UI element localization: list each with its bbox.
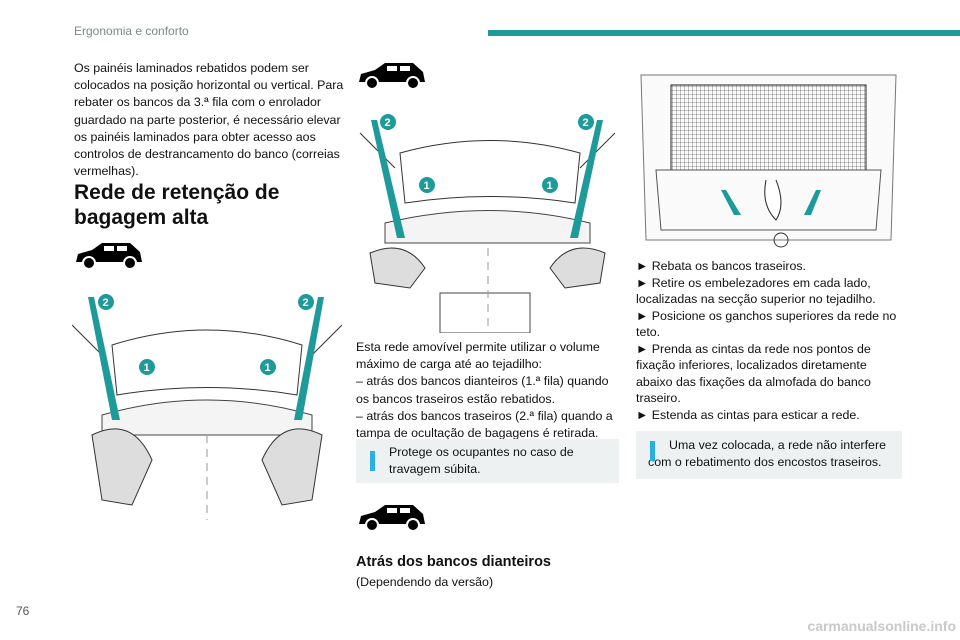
step-text: Estenda as cintas para esticar a rede.	[651, 407, 860, 422]
description-line: – atrás dos bancos dianteiros (1.ª fila)…	[356, 374, 609, 406]
step-arrow-icon: ►	[636, 308, 652, 323]
net-illustration-middle: 2 2 1 1	[359, 114, 616, 333]
net-installed-illustration	[640, 74, 897, 248]
callout-2: 2	[103, 297, 109, 309]
step-arrow-icon: ►	[636, 341, 652, 356]
page-number: 76	[16, 604, 30, 618]
info-note-text: Uma vez colocada, a rede não interfere c…	[648, 438, 886, 469]
info-note: Protege os ocupantes no caso de travagem…	[356, 439, 619, 483]
step-arrow-icon: ►	[636, 259, 652, 273]
callout-1: 1	[265, 362, 271, 374]
step-text: Prenda as cintas da rede nos pontos de f…	[636, 341, 871, 406]
description-line: Esta rede amovível permite utilizar o vo…	[356, 340, 600, 372]
step-text: Rebata os bancos traseiros.	[651, 259, 806, 273]
watermark: carmanualsonline.info	[807, 618, 956, 634]
section-heading: Rede de retenção de bagagem alta	[74, 181, 280, 229]
instruction-step: ► Posicione os ganchos superiores da red…	[636, 308, 904, 341]
callout-1: 1	[144, 362, 150, 374]
intro-paragraph: Os painéis laminados rebatidos podem ser…	[74, 61, 344, 179]
info-icon	[370, 451, 375, 471]
instruction-step: ► Rebata os bancos traseiros.	[636, 258, 904, 275]
step-arrow-icon: ►	[636, 275, 652, 290]
car-icon	[76, 243, 142, 270]
header-bar	[488, 30, 960, 36]
right-column-text: ► Rebata os bancos traseiros. ► Retire o…	[636, 258, 904, 479]
callout-2: 2	[385, 117, 391, 129]
callout-2: 2	[303, 297, 309, 309]
step-text: Posicione os ganchos superiores da rede …	[636, 308, 897, 340]
car-icon	[359, 505, 425, 532]
callout-2: 2	[583, 117, 589, 129]
instruction-step: ► Retire os embelezadores em cada lado, …	[636, 275, 904, 308]
description: Esta rede amovível permite utilizar o vo…	[356, 339, 624, 442]
info-icon	[650, 441, 655, 461]
callout-1: 1	[547, 180, 553, 192]
callout-1: 1	[424, 180, 430, 192]
instruction-list: ► Rebata os bancos traseiros. ► Retire o…	[636, 258, 904, 423]
info-note: Uma vez colocada, a rede não interfere c…	[636, 431, 902, 479]
subheading: Atrás dos bancos dianteiros	[356, 554, 551, 570]
section-title: Ergonomia e conforto	[74, 24, 189, 38]
version-note: (Dependendo da versão)	[356, 575, 494, 589]
info-note-text: Protege os ocupantes no caso de travagem…	[389, 445, 574, 476]
instruction-step: ► Estenda as cintas para esticar a rede.	[636, 407, 904, 424]
description-line: – atrás dos bancos traseiros (2.ª fila) …	[356, 408, 613, 441]
step-arrow-icon: ►	[636, 407, 652, 422]
net-illustration-left: 2 2 1 1	[72, 294, 342, 520]
car-icon	[359, 63, 425, 90]
step-text: Retire os embelezadores em cada lado, lo…	[636, 275, 876, 307]
instruction-step: ► Prenda as cintas da rede nos pontos de…	[636, 341, 904, 407]
